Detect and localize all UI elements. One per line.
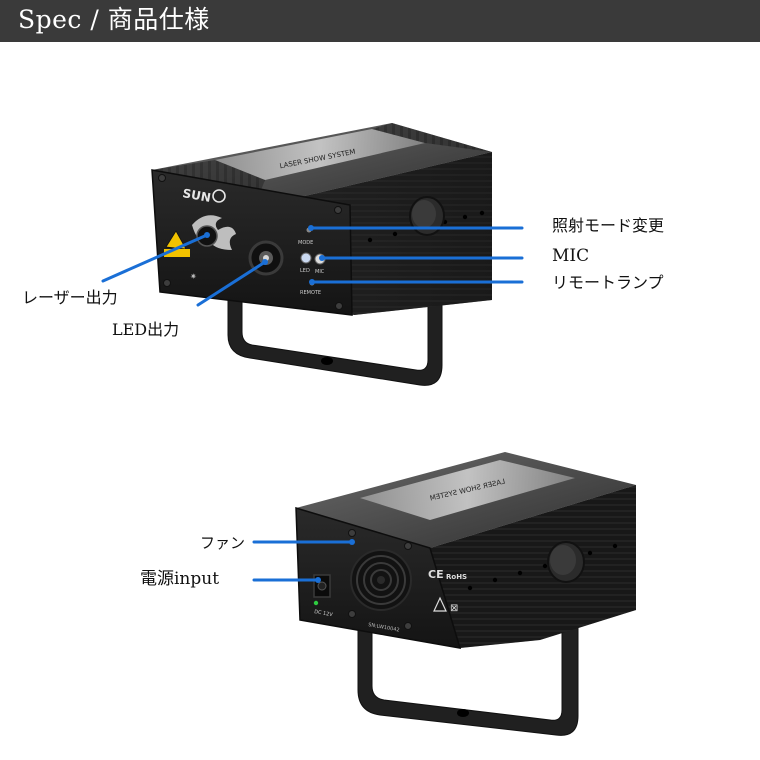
header-bar: Spec / 商品仕様 — [0, 0, 760, 42]
svg-text:✷: ✷ — [190, 272, 197, 281]
callout-lines-back — [252, 540, 354, 582]
dc-label: DC 12V — [314, 609, 334, 618]
callout-power-input: 電源input — [140, 569, 220, 589]
callout-fan: ファン — [200, 534, 246, 552]
callout-lines-front — [101, 226, 524, 307]
callout-mode-switch: 照射モード変更 — [552, 216, 665, 235]
callout-mic: MIC — [552, 246, 590, 266]
svg-text:⊠: ⊠ — [450, 603, 458, 614]
callout-laser-output: レーザー出力 — [22, 288, 118, 307]
callout-remote-lamp: リモートランプ — [552, 273, 664, 292]
page-title: Spec / 商品仕様 — [18, 5, 210, 34]
brand-logo: SUN — [181, 186, 211, 205]
remote-label: REMOTE — [300, 290, 321, 296]
mic-label: MIC — [315, 269, 325, 275]
serial-label: SN:LW10042 — [368, 622, 400, 633]
mode-label: MODE — [298, 240, 313, 246]
ce-mark: CE — [428, 568, 444, 581]
rohs-mark: RoHS — [446, 573, 467, 581]
callout-led-output: LED出力 — [112, 320, 180, 339]
led-label: LED — [300, 268, 310, 274]
